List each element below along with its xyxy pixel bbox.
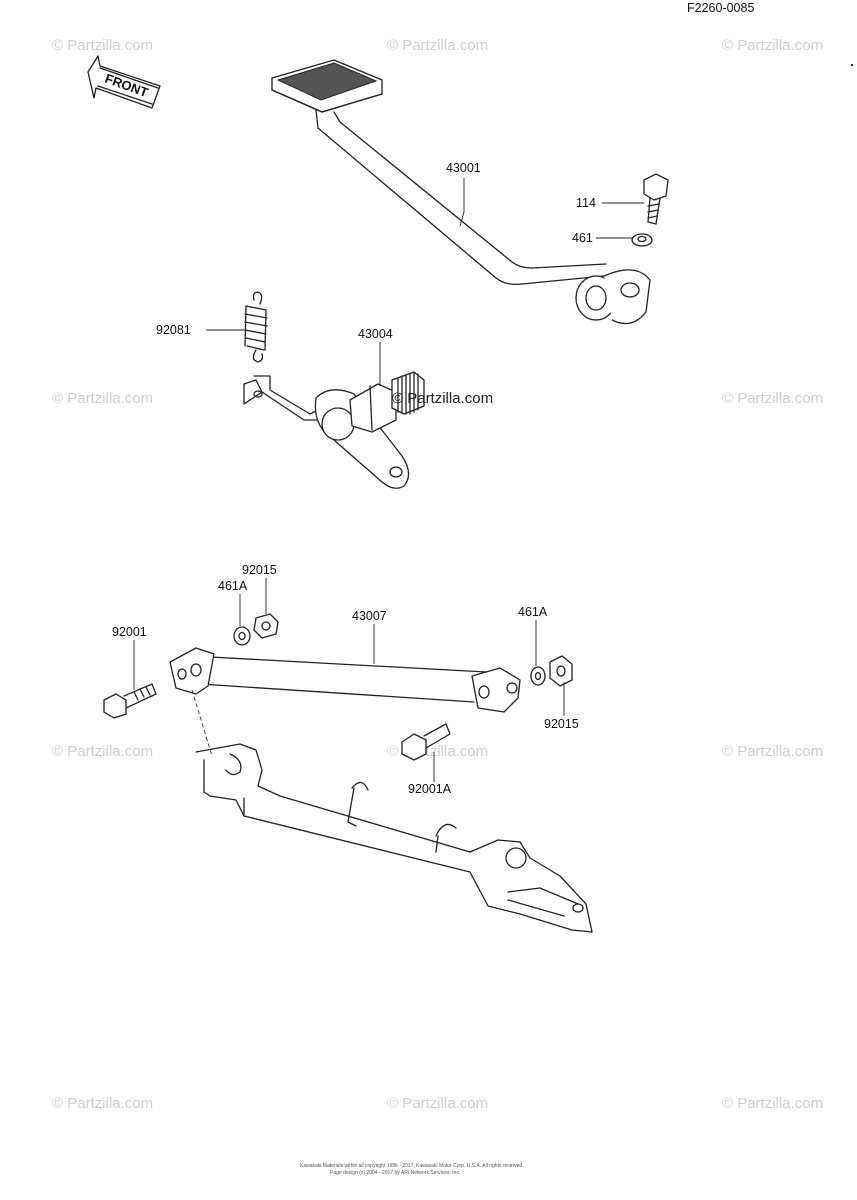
frame-outline bbox=[195, 743, 593, 933]
bolt-92001a[interactable] bbox=[401, 723, 451, 761]
label-43001: 43001 bbox=[446, 161, 481, 175]
watermark: © Partzilla.com bbox=[722, 743, 823, 760]
alignment-line bbox=[191, 689, 213, 757]
footer-page-design: Page design (c) 2004 - 2017 by ARI Netwo… bbox=[330, 1170, 460, 1176]
label-92001: 92001 bbox=[112, 625, 147, 639]
center-watermark: © Partzilla.com bbox=[392, 390, 493, 407]
callouts: 43001 114 461 92081 43004 92015 461A 430… bbox=[112, 161, 644, 796]
watermark: © Partzilla.com bbox=[52, 1095, 153, 1112]
nut-92015-right[interactable] bbox=[549, 655, 573, 687]
brake-pedal-43001[interactable] bbox=[271, 59, 651, 325]
label-461a-left: 461A bbox=[218, 579, 248, 593]
label-114: 114 bbox=[576, 196, 596, 210]
watermark: © Partzilla.com bbox=[722, 390, 823, 407]
bolt-114[interactable] bbox=[643, 173, 669, 225]
brake-lever-43004[interactable] bbox=[243, 371, 425, 489]
watermark: © Partzilla.com bbox=[52, 743, 153, 760]
watermark: © Partzilla.com bbox=[722, 37, 823, 54]
brake-rod-43007[interactable] bbox=[169, 647, 521, 713]
label-92015-top: 92015 bbox=[242, 563, 277, 577]
footer-copyright: Kawasaki Materials within all copyright … bbox=[300, 1163, 524, 1169]
watermark: © Partzilla.com bbox=[722, 1095, 823, 1112]
watermark: © Partzilla.com bbox=[387, 37, 488, 54]
washer-461a-right[interactable] bbox=[530, 666, 546, 686]
watermark: © Partzilla.com bbox=[52, 37, 153, 54]
label-92081: 92081 bbox=[156, 323, 191, 337]
label-43004: 43004 bbox=[358, 327, 393, 341]
corner-dot bbox=[851, 64, 853, 66]
label-461: 461 bbox=[572, 231, 593, 245]
nut-92015-top[interactable] bbox=[253, 613, 279, 639]
watermarks: © Partzilla.com © Partzilla.com © Partzi… bbox=[52, 37, 823, 1112]
watermark: © Partzilla.com bbox=[387, 1095, 488, 1112]
label-92015-right: 92015 bbox=[544, 717, 579, 731]
washer-461[interactable] bbox=[631, 233, 653, 247]
label-43007: 43007 bbox=[352, 609, 387, 623]
label-92001a: 92001A bbox=[408, 782, 452, 796]
washer-461a-left[interactable] bbox=[233, 626, 251, 646]
spring-92081[interactable] bbox=[244, 291, 268, 363]
diagram-code: F2260-0085 bbox=[687, 1, 754, 15]
front-arrow-icon: FRONT bbox=[87, 55, 161, 109]
bolt-92001[interactable] bbox=[103, 683, 157, 719]
label-461a-right: 461A bbox=[518, 605, 548, 619]
watermark: © Partzilla.com bbox=[52, 390, 153, 407]
